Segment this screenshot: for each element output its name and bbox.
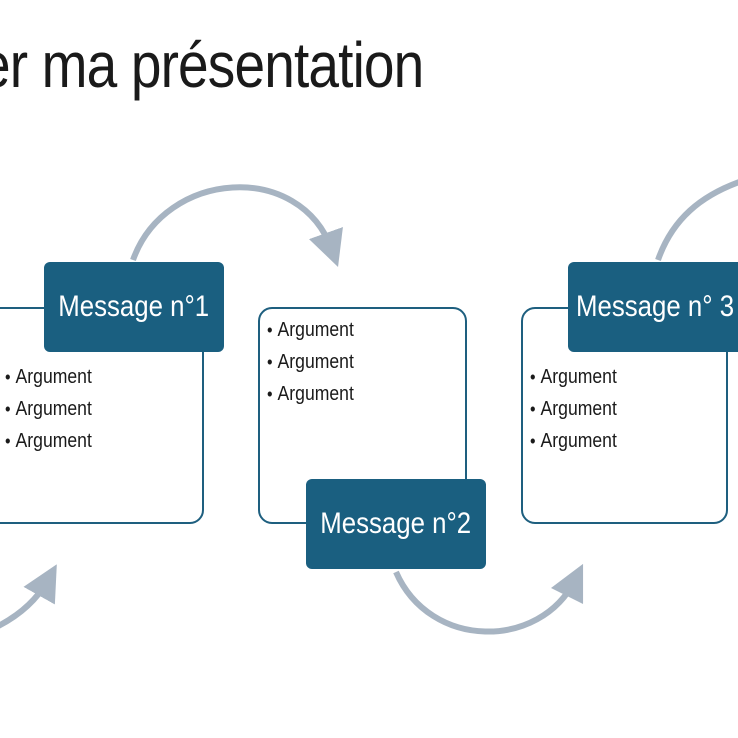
curved-arrow-icon [130, 184, 343, 267]
curved-arrow-icon [393, 563, 584, 635]
argument-item: Argument [5, 425, 92, 457]
argument-item: Argument [267, 346, 354, 378]
argument-list-1: Argument Argument Argument [5, 361, 104, 457]
argument-item: Argument [5, 393, 92, 425]
argument-item: Argument [530, 425, 617, 457]
message-label: Message n° 3 [576, 290, 735, 323]
argument-item: Argument [530, 361, 617, 393]
message-label: Message n°1 [58, 290, 210, 323]
message-box-1: Message n°1 [44, 262, 224, 352]
argument-item: Argument [267, 314, 354, 346]
message-label: Message n°2 [320, 507, 472, 540]
argument-list-2: Argument Argument Argument [267, 314, 366, 410]
curved-arrow-icon [0, 564, 57, 629]
slide-title: er ma présentation [0, 29, 424, 101]
argument-item: Argument [267, 378, 354, 410]
message-box-2: Message n°2 [306, 479, 486, 569]
argument-item: Argument [530, 393, 617, 425]
curved-arrow-icon [655, 179, 738, 261]
argument-list-3: Argument Argument Argument [530, 361, 629, 457]
message-box-3: Message n° 3 [568, 262, 738, 352]
argument-item: Argument [5, 361, 92, 393]
